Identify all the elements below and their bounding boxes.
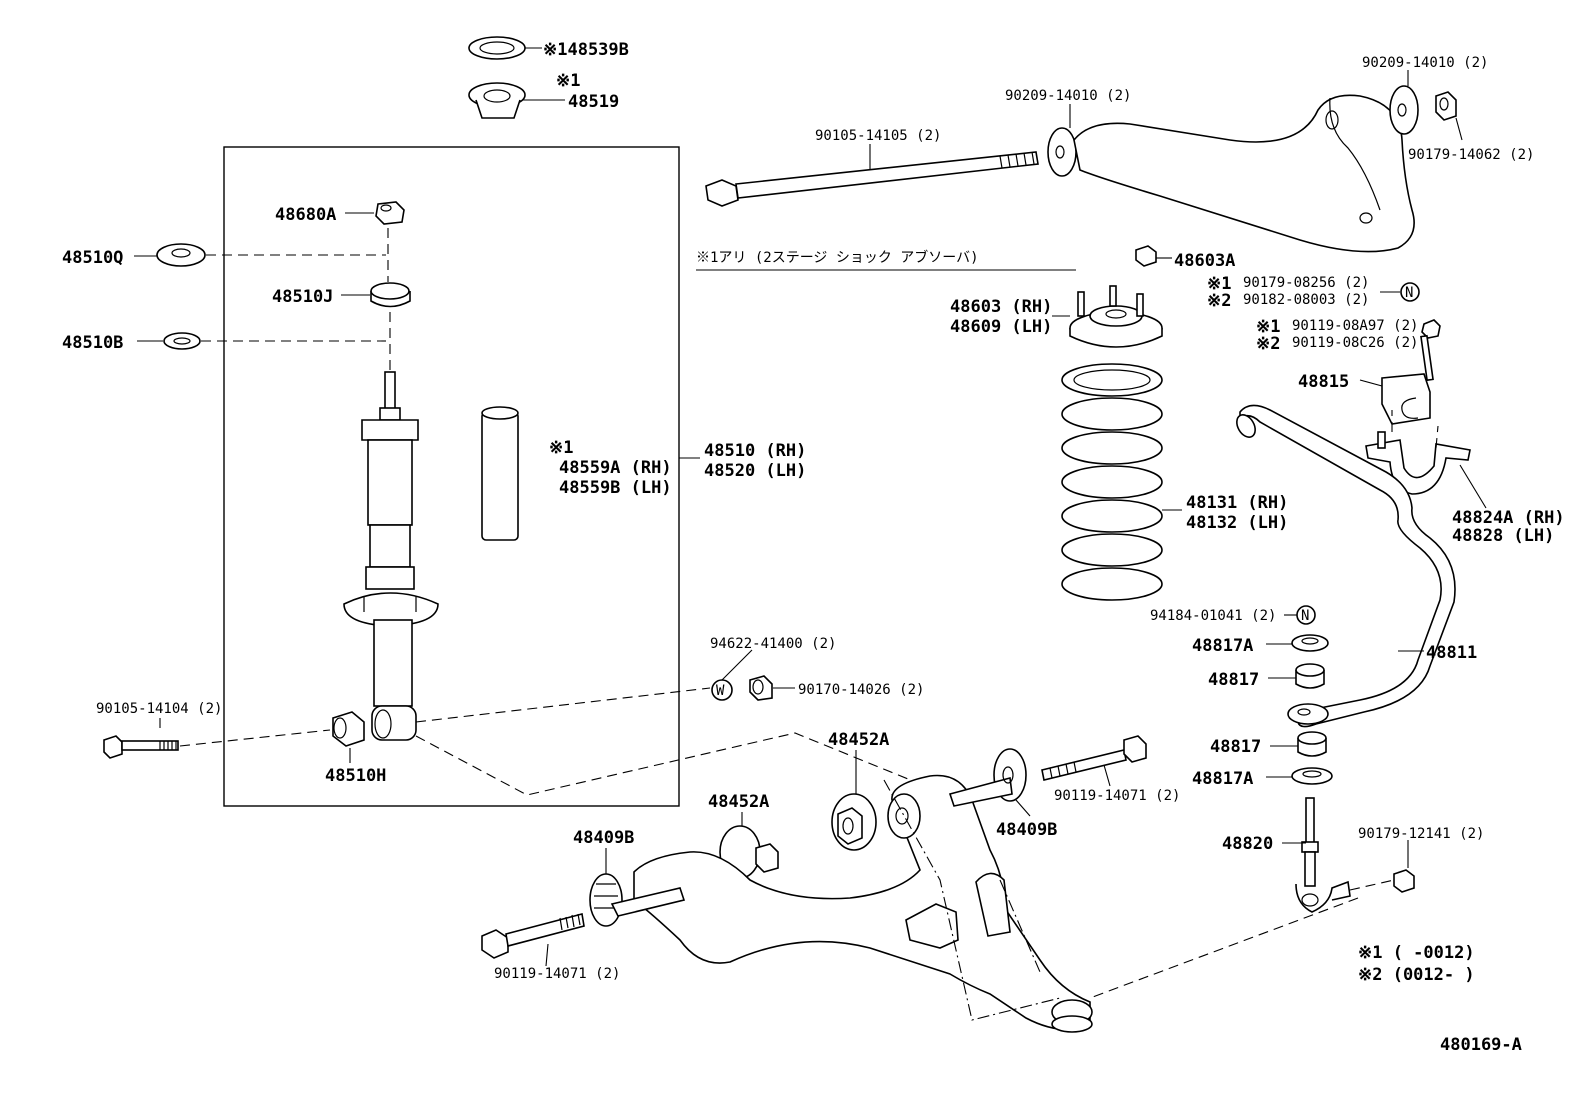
label-48510q: 48510Q (62, 248, 123, 268)
label-48820: 48820 (1222, 834, 1273, 854)
nut-90179-12141[interactable] (1393, 869, 1415, 893)
label-48817-1: 48817 (1208, 670, 1259, 690)
label-48817-2: 48817 (1210, 737, 1261, 757)
washer-148539b[interactable] (468, 36, 526, 60)
nut-circled-n-a[interactable]: N (1400, 282, 1420, 302)
note-2-a: ※2 (1207, 291, 1231, 311)
label-48519: 48519 (568, 92, 619, 112)
stabilizer-bar-48811[interactable] (1233, 404, 1456, 728)
upper-control-arm[interactable] (1073, 94, 1415, 253)
lower-control-arm[interactable] (633, 774, 1093, 1033)
circled-n-icon: N (1405, 285, 1413, 301)
cam-bolt-48409b-1[interactable] (589, 873, 686, 927)
bolt-90105-14104[interactable] (103, 735, 179, 759)
label-90179-12141: 90179-12141 (2) (1358, 826, 1484, 842)
label-90179-08256: 90179-08256 (2) (1243, 275, 1369, 291)
dust-boot-48559[interactable] (481, 406, 519, 541)
nut-circled-n-b[interactable]: N (1296, 605, 1316, 625)
label-48559b: 48559B (LH) (559, 478, 672, 498)
legend-note-1: ※1 ( -0012) (1358, 943, 1475, 963)
label-48409b-2: 48409B (996, 820, 1057, 840)
shock-absorber[interactable] (343, 371, 439, 741)
cam-bolt-48409b-2[interactable] (948, 748, 1027, 807)
bushing-48815[interactable] (1381, 373, 1431, 425)
bolt-90105-14105[interactable] (705, 151, 1039, 207)
shock-absorber-group-box (223, 146, 680, 807)
label-48559a: 48559A (RH) (559, 458, 672, 478)
label-48609-lh: 48609 (LH) (950, 317, 1052, 337)
cam-48452a-1[interactable] (831, 793, 877, 851)
nut-90179-14062[interactable] (1435, 91, 1457, 121)
bolt-90119-14071-a[interactable] (1041, 735, 1147, 781)
nut-48603a[interactable] (1135, 245, 1157, 267)
label-48132: 48132 (LH) (1186, 513, 1288, 533)
label-90179-14062: 90179-14062 (2) (1408, 147, 1534, 163)
label-90105-14105: 90105-14105 (2) (815, 128, 941, 144)
label-90209-14010-a: 90209-14010 (2) (1005, 88, 1131, 104)
label-48603-rh: 48603 (RH) (950, 297, 1052, 317)
label-48520-lh: 48520 (LH) (704, 461, 806, 481)
label-48603a: 48603A (1174, 251, 1235, 271)
label-94184: 94184-01041 (2) (1150, 608, 1276, 624)
label-94622: 94622-41400 (2) (710, 636, 836, 652)
label-90170: 90170-14026 (2) (798, 682, 924, 698)
label-90119-14071-b: 90119-14071 (2) (494, 966, 620, 982)
circled-w-icon: W (716, 683, 725, 699)
label-148539b: ※148539B (543, 40, 629, 60)
label-48409b-1: 48409B (573, 828, 634, 848)
label-48452a-2: 48452A (708, 792, 769, 812)
note-1-a: ※1 (1207, 274, 1231, 294)
label-48510b: 48510B (62, 333, 123, 353)
circled-n-icon-2: N (1301, 608, 1309, 624)
label-90105-14104: 90105-14104 (2) (96, 701, 222, 717)
label-90209-14010-b: 90209-14010 (2) (1362, 55, 1488, 71)
washer-48510b[interactable] (163, 332, 201, 350)
label-48815: 48815 (1298, 372, 1349, 392)
shock-note-text: ※1アリ (2ステージ ショック アブソーバ) (696, 249, 979, 266)
bolt-90119-08a97[interactable] (1420, 319, 1441, 382)
label-90119-14071-a: 90119-14071 (2) (1054, 788, 1180, 804)
coil-spring-48131[interactable] (1061, 363, 1163, 601)
diagram-id: 480169-A (1440, 1035, 1522, 1055)
label-90119-08c26: 90119-08C26 (2) (1292, 335, 1418, 351)
retainer-48817a-1[interactable] (1291, 634, 1329, 652)
note-1-b: ※1 (1256, 317, 1280, 337)
bushing-48510j[interactable] (370, 282, 411, 308)
note-2-b: ※2 (1256, 334, 1280, 354)
bolt-90119-14071-b[interactable] (481, 913, 585, 959)
washer-90209-14010-b[interactable] (1389, 85, 1419, 135)
bushing-48510h[interactable] (332, 711, 365, 747)
washer-94622[interactable]: W (711, 679, 733, 701)
label-48828: 48828 (LH) (1452, 526, 1554, 546)
label-90182-08003: 90182-08003 (2) (1243, 292, 1369, 308)
label-48510j: 48510J (272, 287, 333, 307)
label-48131: 48131 (RH) (1186, 493, 1288, 513)
label-48519-note: ※1 (556, 71, 580, 91)
nut-48680a[interactable] (375, 201, 405, 225)
nut-90170-14026[interactable] (749, 675, 773, 701)
retainer-48817a-2[interactable] (1291, 767, 1333, 785)
bump-cup-48519[interactable] (468, 82, 526, 119)
label-48817a-2: 48817A (1192, 769, 1253, 789)
cushion-48817-1[interactable] (1295, 663, 1325, 689)
label-48510-rh: 48510 (RH) (704, 441, 806, 461)
label-48824a: 48824A (RH) (1452, 508, 1565, 528)
cushion-48817-2[interactable] (1297, 731, 1327, 757)
label-48680a: 48680A (275, 205, 336, 225)
label-48811: 48811 (1426, 643, 1477, 663)
label-90119-08a97: 90119-08A97 (2) (1292, 318, 1418, 334)
washer-48510q[interactable] (156, 243, 206, 267)
label-48510h: 48510H (325, 766, 386, 786)
label-48817a-1: 48817A (1192, 636, 1253, 656)
stabilizer-link-48820[interactable] (1295, 797, 1351, 913)
label-48559-note: ※1 (549, 438, 573, 458)
washer-90209-14010-a[interactable] (1047, 127, 1077, 177)
legend-note-2: ※2 (0012- ) (1358, 965, 1475, 985)
label-48452a-1: 48452A (828, 730, 889, 750)
spring-support-48603[interactable] (1069, 285, 1163, 348)
